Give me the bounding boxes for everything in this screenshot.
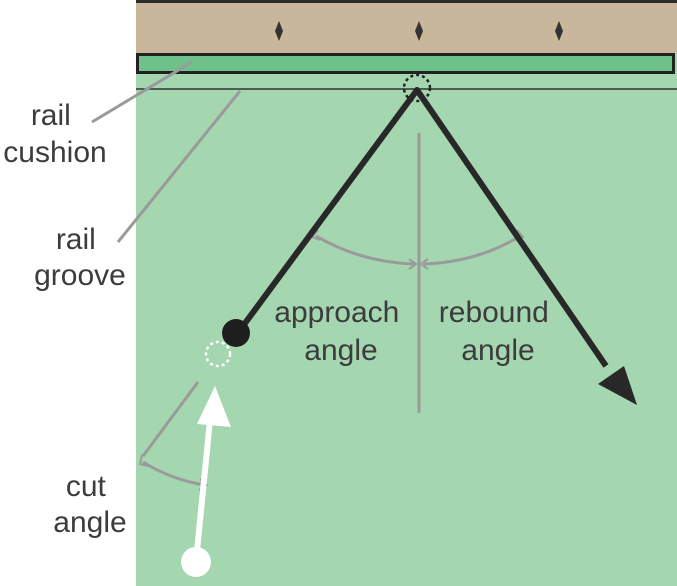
diamond-icon xyxy=(275,21,283,41)
rail-cushion-label-line1: rail xyxy=(31,99,71,132)
table-felt xyxy=(136,0,677,586)
approach-angle-label-line1: approach xyxy=(274,296,399,329)
diamond-icon xyxy=(555,21,563,41)
ghost-cue-ball xyxy=(204,340,232,368)
approach-angle-label-line2: angle xyxy=(304,334,377,367)
arc-tick xyxy=(408,258,418,270)
rebound-angle-label-line2: angle xyxy=(461,334,534,367)
cut-angle-label: cut angle xyxy=(53,470,126,539)
diamond-icon xyxy=(415,21,423,41)
approach-path xyxy=(237,87,420,333)
cue-ball-path xyxy=(194,419,213,552)
cut-angle-reference-line xyxy=(141,381,200,457)
object-ball xyxy=(222,319,250,347)
rail-groove-leader xyxy=(116,90,242,243)
approach-angle-label: approach angle xyxy=(274,296,407,367)
cut-angle-arc xyxy=(142,460,206,487)
arc-tick xyxy=(138,454,149,467)
rail-cushion xyxy=(136,53,675,74)
arc-tick xyxy=(419,258,429,270)
rail-cushion-label: rail cushion xyxy=(3,99,106,169)
rail-groove-label: rail groove xyxy=(34,223,126,292)
rebound-angle-arc xyxy=(423,234,521,266)
cue-ball-arrowhead xyxy=(197,386,231,427)
approach-angle-arc xyxy=(315,234,415,266)
rail-groove-label-line2: groove xyxy=(34,259,126,292)
rail-wood xyxy=(136,0,677,53)
rebound-arrowhead xyxy=(598,366,637,405)
rail-groove-label-line1: rail xyxy=(56,223,96,256)
cut-angle-label-line2: angle xyxy=(53,506,126,539)
cue-ball xyxy=(181,547,211,577)
rebound-path xyxy=(414,88,609,368)
rebound-angle-label: rebound angle xyxy=(439,296,557,367)
rail-cushion-leader xyxy=(91,60,193,124)
contact-point-ghost-ball xyxy=(402,73,432,103)
cut-angle-label-line1: cut xyxy=(66,470,107,503)
rebound-angle-label-line1: rebound xyxy=(439,296,549,329)
rail-cushion-label-line2: cushion xyxy=(3,136,106,169)
